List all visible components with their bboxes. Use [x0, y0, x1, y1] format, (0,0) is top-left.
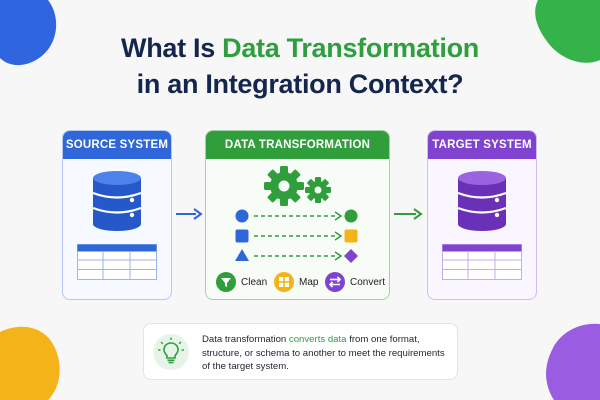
table-icon	[442, 244, 522, 280]
lightbulb-icon	[153, 334, 189, 370]
legend-map-label: Map	[299, 276, 319, 288]
data-transformation-header: DATA TRANSFORMATION	[206, 131, 389, 159]
arrow-to-transformation	[176, 208, 203, 220]
shape-flow-diagram	[235, 209, 358, 263]
target-square-shape	[344, 229, 358, 243]
filter-icon	[216, 272, 236, 292]
legend-clean-label: Clean	[241, 276, 268, 288]
info-text-highlight: converts data	[288, 334, 347, 345]
target-circle-shape	[344, 209, 358, 223]
corner-blob-bottom-right	[546, 323, 600, 400]
title-line-2: in an Integration Context?	[136, 69, 464, 99]
corner-blob-top-left	[0, 0, 57, 66]
data-transformation-panel: DATA TRANSFORMATION	[205, 130, 390, 300]
legend-map: Map	[274, 272, 318, 292]
swap-icon	[325, 272, 345, 292]
corner-blob-bottom-left	[0, 326, 60, 400]
source-circle-shape	[235, 209, 249, 223]
page-title: What Is Data Transformation in an Integr…	[0, 30, 600, 102]
target-system-panel: TARGET SYSTEM	[427, 130, 537, 300]
legend-clean: Clean	[216, 272, 267, 292]
info-box: Data transformation converts data from o…	[143, 323, 458, 380]
source-system-panel: SOURCE SYSTEM	[62, 130, 172, 300]
database-icon	[92, 171, 142, 231]
title-line-1: What Is Data Transformation	[0, 30, 600, 66]
target-system-header: TARGET SYSTEM	[428, 131, 536, 159]
title-highlight: Data Transformation	[222, 33, 479, 63]
arrow-to-target	[394, 208, 423, 220]
info-text-post: from one format, structure, or schema to…	[202, 334, 445, 372]
legend-convert: Convert	[325, 272, 385, 292]
corner-blob-top-right	[535, 0, 600, 63]
legend-convert-label: Convert	[350, 276, 386, 288]
info-text: Data transformation converts data from o…	[202, 333, 450, 374]
table-icon	[77, 244, 157, 280]
title-prefix: What Is	[121, 33, 223, 63]
database-icon	[457, 171, 507, 231]
source-system-header: SOURCE SYSTEM	[63, 131, 171, 159]
source-triangle-shape	[235, 249, 249, 261]
source-square-shape	[235, 229, 249, 243]
gears-icon	[264, 166, 331, 206]
target-diamond-shape	[344, 249, 358, 263]
grid-icon	[274, 272, 294, 292]
info-text-pre: Data transformation	[202, 334, 289, 345]
